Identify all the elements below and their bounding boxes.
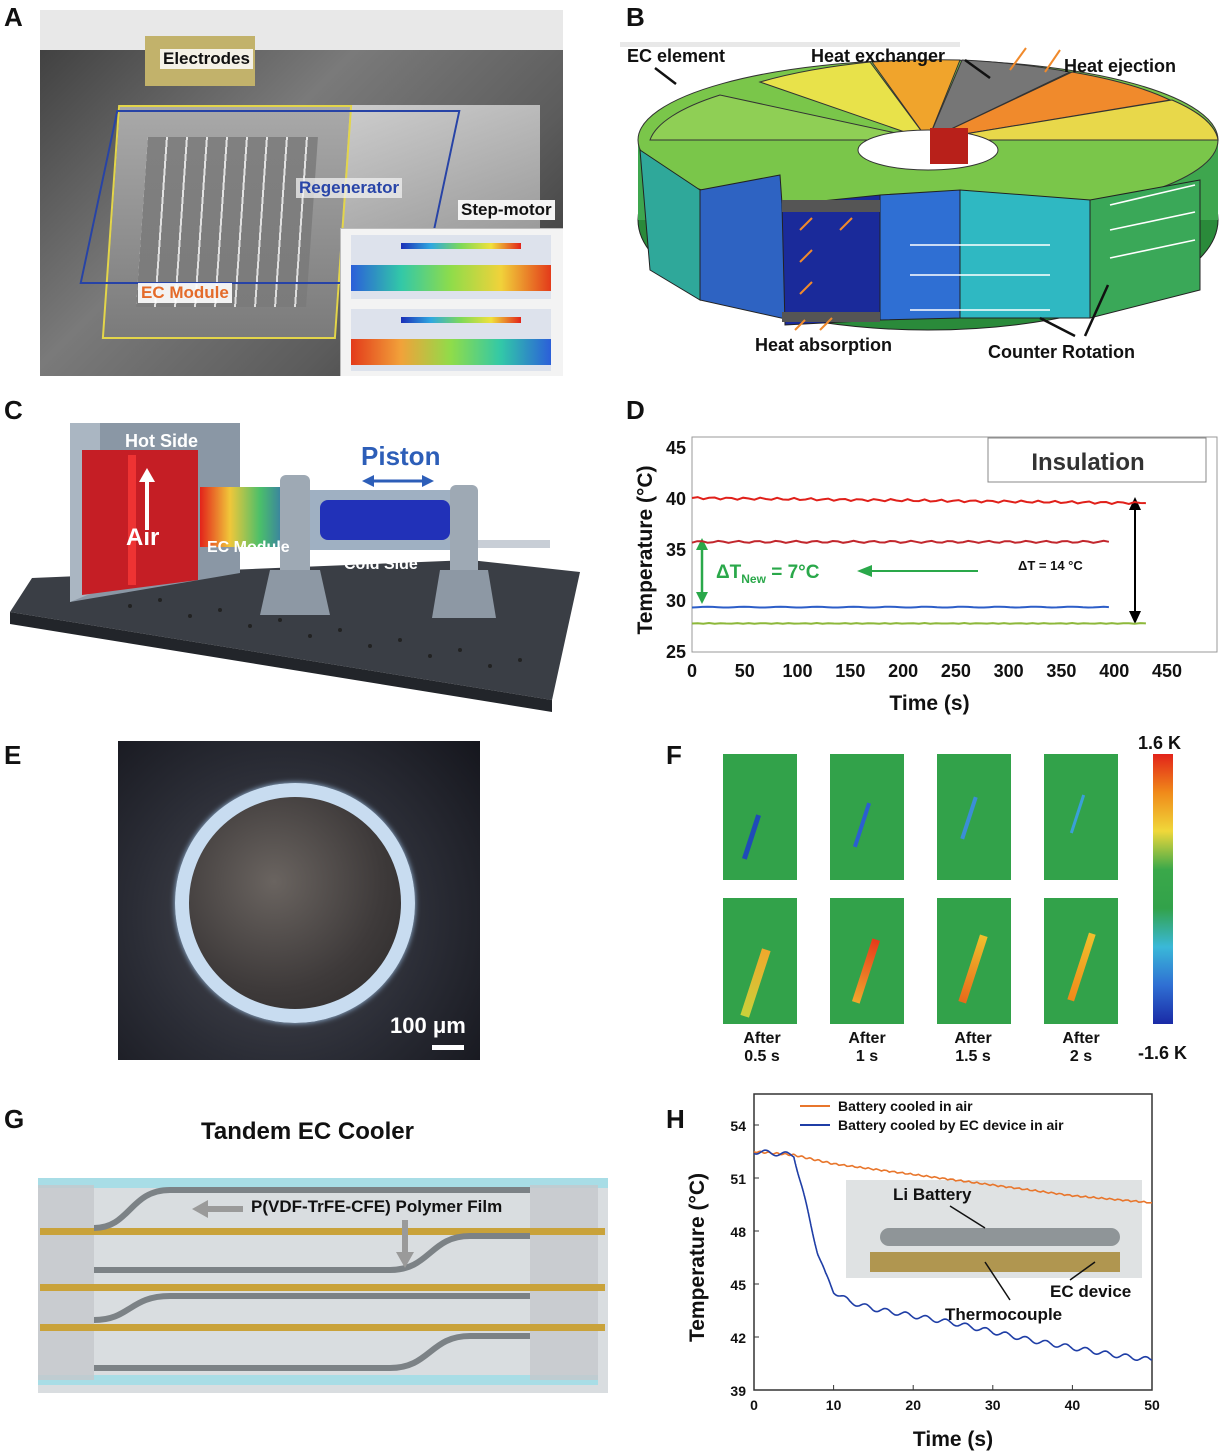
y-axis-label: Temperature (°C): [634, 465, 657, 634]
ec-module-label: EC Module: [138, 283, 232, 303]
thermal-frame-top-1: [723, 754, 797, 880]
thermal-frame-top-2: [830, 754, 904, 880]
scale-bar-label: 100 μm: [390, 1013, 466, 1038]
y-tick-label: 40: [666, 489, 686, 509]
y-tick-label: 48: [730, 1224, 746, 1240]
plot-frame-h: [753, 1093, 1153, 1391]
thermal-frame-bottom-1: [723, 898, 797, 1024]
ec-module-c-label: EC Module: [207, 539, 290, 556]
y-tick-label: 30: [666, 591, 686, 611]
hot-side-label: Hot Side: [125, 431, 199, 451]
scale-bar: [432, 1045, 464, 1050]
thermocouple-label: Thermocouple: [945, 1305, 1063, 1324]
y-tick-label: 51: [730, 1171, 746, 1187]
regenerator-label: Regenerator: [296, 178, 403, 198]
delta-new-label: ΔTNew = 7°C: [716, 562, 820, 586]
panel-label-d: D: [626, 395, 645, 425]
x-tick-label: 0: [687, 661, 697, 681]
x-tick-label: 20: [905, 1397, 921, 1413]
color-scale-bar: [1153, 754, 1173, 1024]
series-line-1: [753, 1150, 1153, 1204]
thermal-frame-bottom-4: [1044, 898, 1118, 1024]
y-tick-label: 39: [730, 1383, 746, 1399]
x-tick-label: 40: [1065, 1397, 1081, 1413]
series-line-3: [691, 605, 1109, 609]
polymer-film-label: P(VDF-TrFE-CFE) Polymer Film: [251, 1197, 503, 1216]
x-tick-label: 150: [835, 661, 865, 681]
panel-label-g: G: [4, 1104, 25, 1134]
panel-label-a: A: [4, 2, 23, 32]
ec-element-label: EC element: [627, 46, 726, 66]
x-tick-label: 50: [1144, 1397, 1160, 1413]
panel-label-c: C: [4, 395, 23, 425]
x-tick-label: 300: [994, 661, 1024, 681]
insulation-box: [987, 437, 1207, 483]
thermal-frame-top-3: [937, 754, 1011, 880]
y-tick-label: 54: [730, 1118, 746, 1134]
step-motor-label: Step-motor: [458, 200, 555, 220]
x-tick-label: 450: [1152, 661, 1182, 681]
plot-frame-d: [691, 436, 1218, 653]
li-battery-label: Li Battery: [893, 1185, 972, 1204]
heat-absorption-label: Heat absorption: [755, 335, 893, 355]
y-tick-label: 25: [666, 642, 686, 662]
series-line-2: [691, 539, 1110, 544]
panel-label-e: E: [4, 740, 22, 770]
x-tick-label: 10: [826, 1397, 842, 1413]
delta-total-label: ΔT = 14 °C: [1018, 558, 1083, 573]
y-tick-label: 35: [666, 540, 686, 560]
legend-entry-2: Battery cooled by EC device in air: [838, 1117, 1064, 1133]
series-line-1: [691, 496, 1146, 506]
y-tick-label: 45: [666, 438, 686, 458]
x-tick-label: 400: [1099, 661, 1129, 681]
simulation-inset: [340, 228, 563, 376]
x-tick-label: 200: [888, 661, 918, 681]
y-axis-label: Temperature (°C): [686, 1173, 709, 1342]
scale-min-label: -1.6 K: [1138, 1043, 1188, 1063]
scale-max-label: 1.6 K: [1138, 733, 1182, 753]
x-tick-label: 100: [783, 661, 813, 681]
y-tick-label: 45: [730, 1277, 746, 1293]
air-label: Air: [126, 524, 160, 551]
panel-label-f: F: [666, 740, 682, 770]
thermal-frame-top-4: [1044, 754, 1118, 880]
piston-label: Piston: [361, 441, 441, 471]
heat-ejection-label: Heat ejection: [1064, 56, 1177, 76]
series-line-4: [691, 621, 1146, 625]
thermal-frame-bottom-3: [937, 898, 1011, 1024]
x-tick-label: 50: [735, 661, 755, 681]
x-axis-label: Time (s): [913, 1428, 993, 1451]
panel-label-b: B: [626, 2, 645, 32]
heat-exchanger-label: Heat exchanger: [811, 46, 946, 66]
thermal-frame-bottom-2: [830, 898, 904, 1024]
tandem-cooler-title: Tandem EC Cooler: [201, 1118, 414, 1145]
microscope-image: [118, 741, 480, 1060]
insulation-label: Insulation: [1031, 449, 1144, 476]
x-tick-label: 250: [941, 661, 971, 681]
panel-label-h: H: [666, 1104, 685, 1134]
legend-entry-1: Battery cooled in air: [838, 1098, 973, 1114]
x-tick-label: 0: [750, 1397, 758, 1413]
electrodes-label: Electrodes: [160, 49, 253, 69]
y-tick-label: 42: [730, 1330, 746, 1346]
ec-device-label: EC device: [1050, 1282, 1132, 1301]
x-axis-label: Time (s): [889, 692, 969, 715]
series-line-2: [753, 1149, 1153, 1361]
cold-side-label: Cold Side: [344, 556, 418, 573]
counter-rotation-label: Counter Rotation: [988, 342, 1135, 362]
x-tick-label: 30: [985, 1397, 1001, 1413]
x-tick-label: 350: [1046, 661, 1076, 681]
